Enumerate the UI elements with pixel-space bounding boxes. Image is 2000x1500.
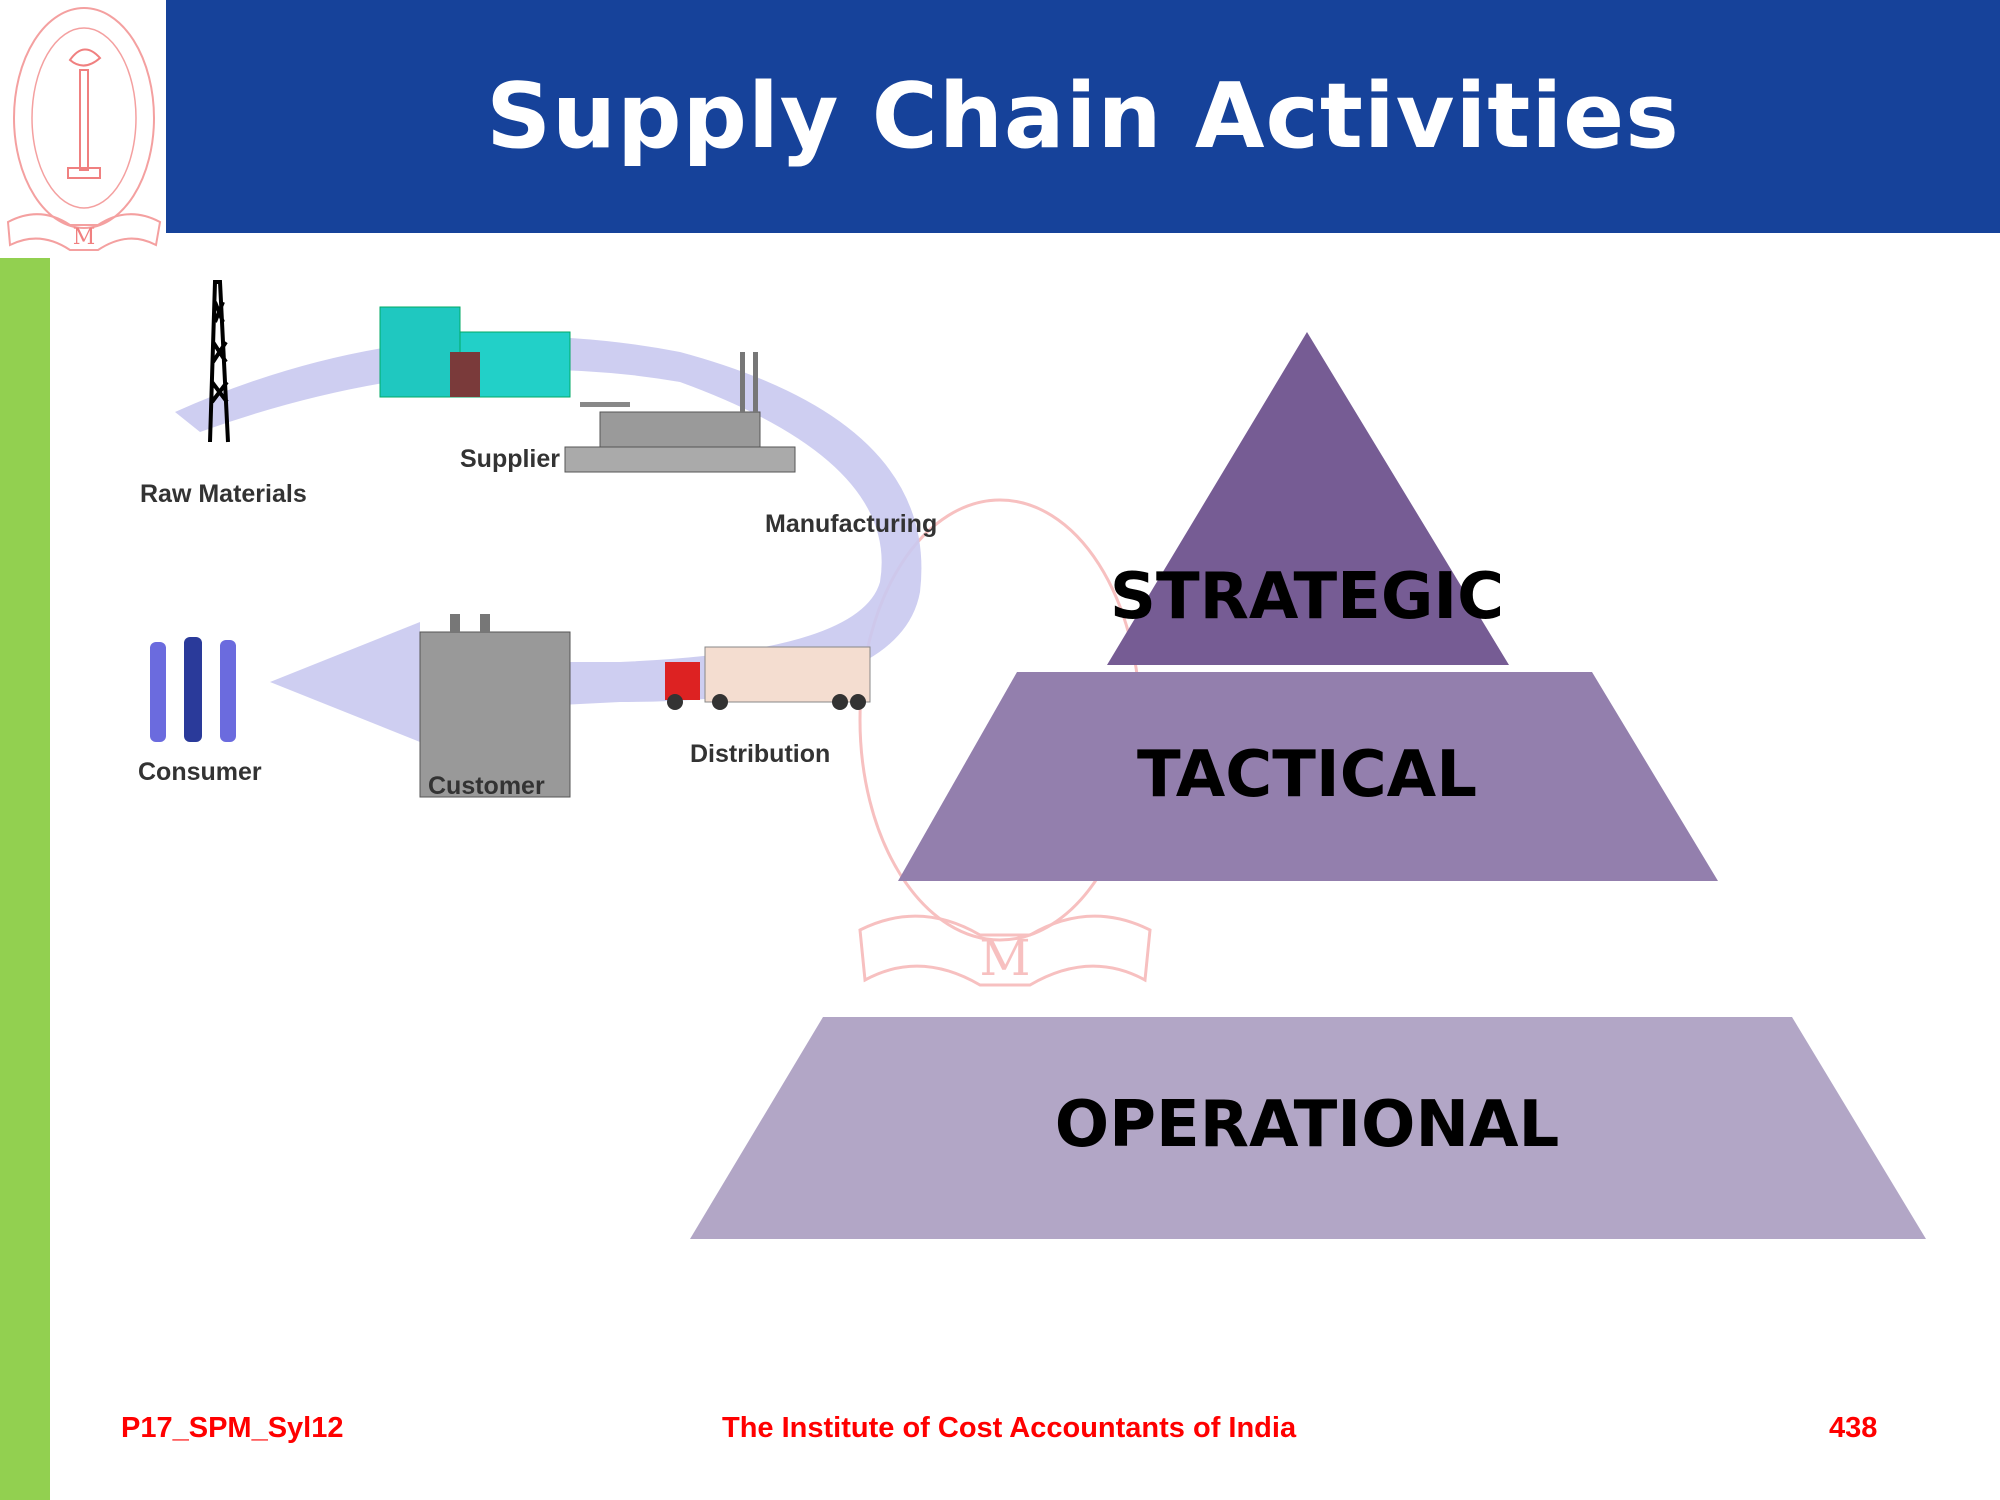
pyramid-level-tactical: [898, 672, 1718, 881]
title-bar: [166, 0, 2000, 233]
footer-course-code: P17_SPM_Syl12: [121, 1412, 344, 1444]
side-accent-bar: [0, 258, 50, 1500]
customer-building-icon: [419, 614, 571, 798]
truck-icon: [665, 646, 871, 710]
pyramid-level-strategic: [1107, 332, 1509, 665]
factory-icon: [564, 352, 796, 473]
institute-logo: M: [6, 7, 162, 251]
pyramid-label-strategic: STRATEGIC: [1110, 560, 1504, 634]
stage-label-manufacturing: Manufacturing: [765, 510, 937, 538]
footer-page-number: 438: [1829, 1412, 1878, 1444]
oil-derrick-icon: [208, 280, 230, 443]
watermark-logo: M: [858, 498, 1152, 987]
svg-text:M: M: [979, 929, 1030, 987]
stage-label-supplier: Supplier: [460, 445, 560, 473]
supply-chain-diagram: Raw Materials Supplier Manufacturing Dis…: [138, 280, 937, 800]
stage-label-customer: Customer: [428, 772, 545, 800]
stage-label-consumer: Consumer: [138, 758, 262, 786]
svg-text:M: M: [73, 225, 96, 250]
pyramid-label-operational: OPERATIONAL: [1055, 1088, 1560, 1162]
supplier-plant-icon: [379, 306, 571, 398]
footer-institute-name: The Institute of Cost Accountants of Ind…: [722, 1412, 1297, 1444]
pyramid-label-tactical: TACTICAL: [1137, 738, 1477, 812]
stage-label-raw-materials: Raw Materials: [140, 480, 307, 508]
consumer-people-icon: [150, 637, 236, 742]
slide-title: Supply Chain Activities: [486, 64, 1680, 169]
stage-label-distribution: Distribution: [690, 740, 830, 768]
pyramid-level-operational: [690, 1017, 1926, 1239]
